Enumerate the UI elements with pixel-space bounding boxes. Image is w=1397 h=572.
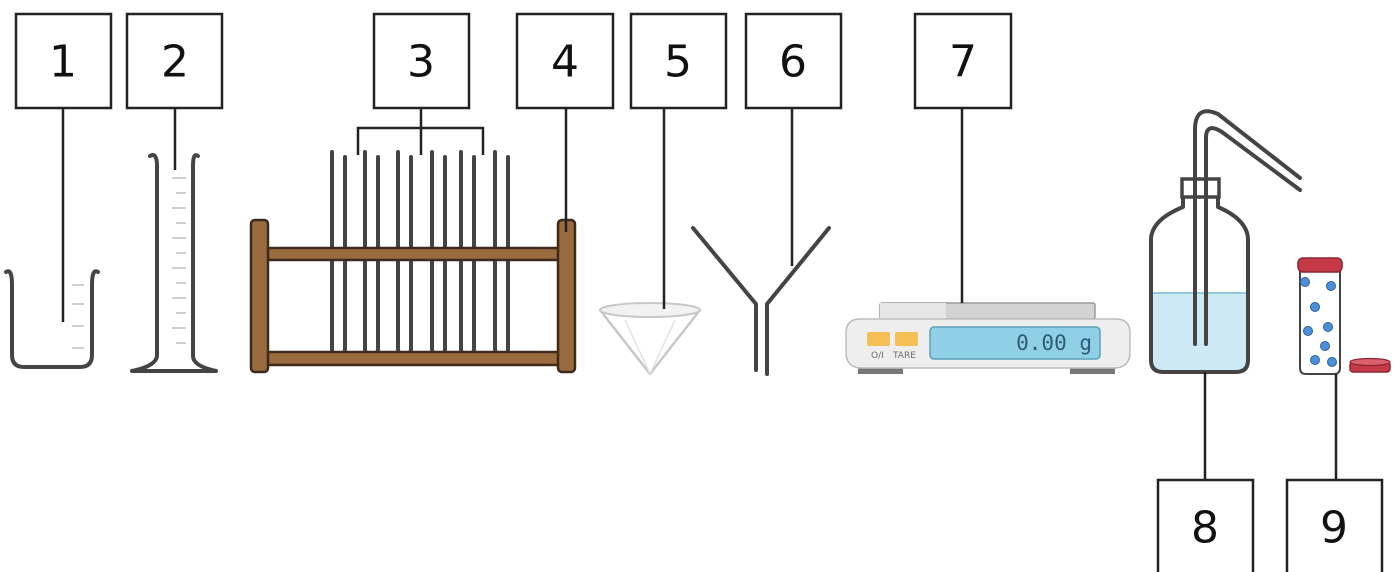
rack-top-rail	[260, 246, 562, 262]
label-box-1	[14, 12, 113, 110]
label-number-3: 3	[407, 37, 435, 88]
label-number-9: 9	[1320, 503, 1348, 554]
vial-bead	[1323, 322, 1333, 332]
label-1: 1	[14, 12, 113, 322]
label-box-9	[1285, 478, 1384, 572]
vial-lid	[1297, 257, 1343, 273]
tare-button	[895, 332, 918, 346]
bottle-cap	[1180, 177, 1221, 199]
vial-bead	[1303, 326, 1313, 336]
label-number-7: 7	[949, 37, 977, 88]
rack-bottom-rail	[260, 350, 562, 367]
vial-bead	[1300, 277, 1310, 287]
label-box-3	[372, 12, 471, 110]
electronic-balance: 0.00 g O/I TARE	[845, 302, 1131, 374]
tare-button-label: TARE	[892, 351, 916, 361]
label-box-8	[1156, 478, 1255, 572]
label-2: 2	[125, 12, 224, 170]
label-9: 9	[1285, 374, 1384, 572]
label-number-4: 4	[551, 37, 579, 88]
beaker	[4, 269, 100, 369]
label-5: 5	[629, 12, 728, 309]
label-box-4	[515, 12, 615, 110]
rack-right-post	[556, 218, 577, 374]
wash-bottle	[1149, 109, 1302, 374]
label-number-8: 8	[1191, 503, 1219, 554]
sample-vial	[1297, 257, 1391, 375]
label-number-6: 6	[779, 37, 807, 88]
vial-bead	[1310, 355, 1320, 365]
power-button-label: O/I	[871, 351, 884, 361]
balance-foot-left	[858, 366, 903, 374]
label-3: 3	[356, 12, 485, 155]
label-7: 7	[913, 12, 1013, 303]
test-tube-rack	[249, 218, 577, 374]
funnel	[691, 226, 831, 376]
label-box-2	[125, 12, 224, 110]
vial-bead	[1326, 281, 1336, 291]
vial-cap-loose	[1349, 357, 1391, 373]
balance-readout: 0.00 g	[1016, 331, 1092, 355]
power-button	[867, 332, 890, 346]
rack-left-post	[249, 218, 270, 374]
label-8: 8	[1156, 372, 1255, 572]
balance-display	[929, 326, 1101, 360]
label-box-7	[913, 12, 1013, 110]
label-number-1: 1	[49, 37, 77, 88]
vial-bead	[1327, 357, 1337, 367]
graduated-cylinder	[130, 153, 218, 373]
label-4: 4	[515, 12, 615, 232]
label-box-6	[744, 12, 843, 110]
label-6: 6	[744, 12, 843, 266]
label-number-5: 5	[664, 37, 692, 88]
filter-paper	[598, 302, 702, 376]
label-box-5	[629, 12, 728, 110]
vial-bead	[1320, 341, 1330, 351]
vial-bead	[1310, 302, 1320, 312]
label-number-2: 2	[161, 37, 189, 88]
balance-foot-right	[1070, 366, 1115, 374]
